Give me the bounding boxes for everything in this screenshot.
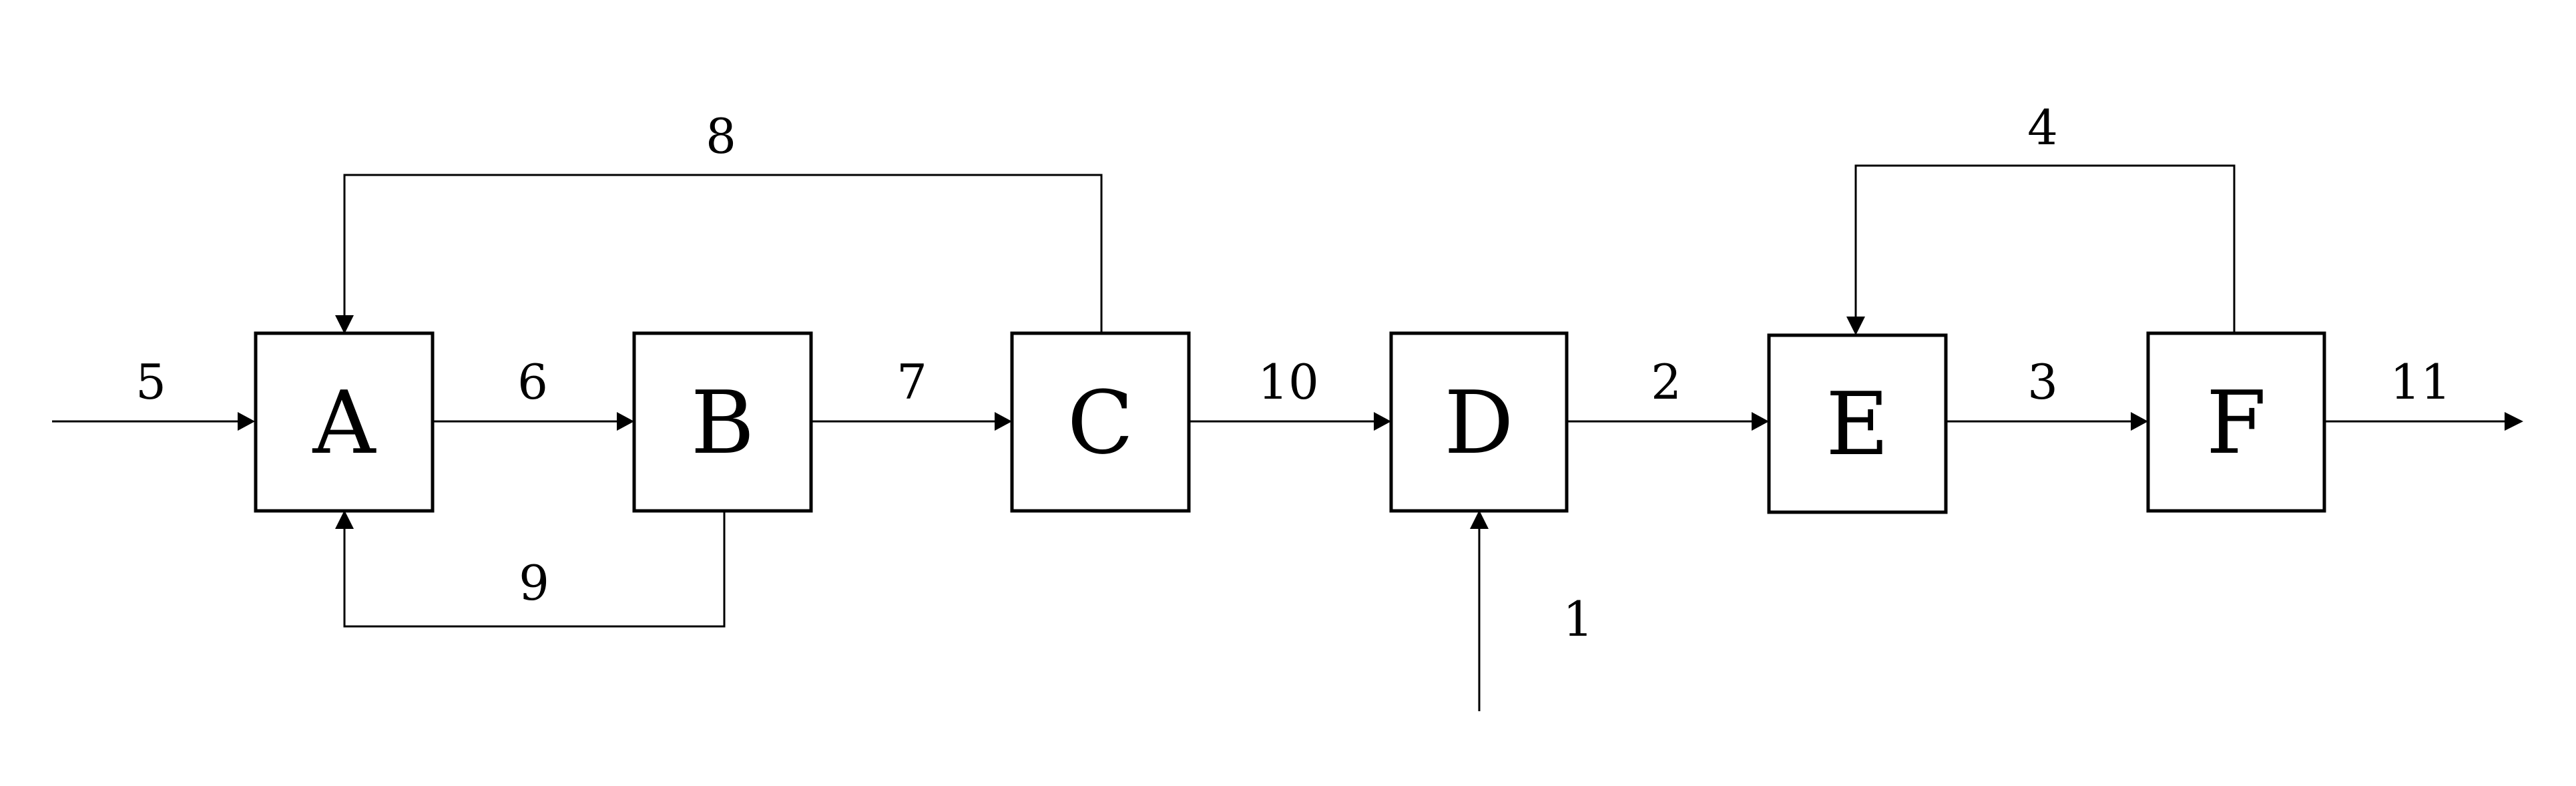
stream-7-label: 7 xyxy=(896,354,927,410)
block-B: B xyxy=(632,331,813,513)
block-D: D xyxy=(1389,331,1569,513)
stream-10-label: 10 xyxy=(1258,354,1319,410)
stream-3-arrowhead xyxy=(2131,412,2148,431)
block-A-box xyxy=(254,331,435,513)
block-A-label: A xyxy=(312,372,377,473)
block-B-box xyxy=(632,331,813,513)
stream-labels: 5 6 7 10 2 3 11 8 9 4 1 xyxy=(136,100,2451,647)
stream-8-line xyxy=(343,174,1103,333)
stream-2-label: 2 xyxy=(1651,354,1682,410)
stream-4-arrowhead xyxy=(1846,317,1865,335)
stream-8-arrowhead xyxy=(335,315,354,334)
block-D-box xyxy=(1389,331,1569,513)
block-C: C xyxy=(1010,331,1191,513)
block-C-box xyxy=(1010,331,1191,513)
stream-9-line xyxy=(343,512,726,628)
block-A: A xyxy=(254,331,435,513)
block-F: F xyxy=(2146,331,2326,513)
stream-5-label: 5 xyxy=(136,354,166,410)
stream-3-label: 3 xyxy=(2027,354,2058,410)
stream-6-label: 6 xyxy=(517,354,548,410)
stream-8-label: 8 xyxy=(706,108,736,164)
block-C-label: C xyxy=(1067,372,1133,473)
stream-2-arrowhead xyxy=(1752,412,1769,431)
stream-5-arrowhead xyxy=(238,412,255,431)
stream-7-arrowhead xyxy=(995,412,1012,431)
stream-lines xyxy=(52,164,2505,711)
block-E-box xyxy=(1767,333,1948,514)
stream-1-arrowhead xyxy=(1470,510,1489,529)
block-E-label: E xyxy=(1826,373,1889,475)
block-B-label: B xyxy=(691,372,755,473)
arrowheads xyxy=(238,315,2523,529)
stream-1-label: 1 xyxy=(1563,591,1593,647)
stream-4-label: 4 xyxy=(2027,100,2058,156)
stream-11-label: 11 xyxy=(2390,354,2451,410)
stream-9-label: 9 xyxy=(519,555,549,611)
block-D-label: D xyxy=(1444,372,1513,473)
block-E: E xyxy=(1767,333,1948,514)
block-F-box xyxy=(2146,331,2326,513)
stream-10-arrowhead xyxy=(1374,412,1391,431)
stream-9-arrowhead xyxy=(335,510,354,529)
stream-11-arrowhead xyxy=(2505,412,2523,431)
stream-4-line xyxy=(1854,164,2236,333)
block-F-label: F xyxy=(2206,372,2266,473)
stream-6-arrowhead xyxy=(617,412,634,431)
